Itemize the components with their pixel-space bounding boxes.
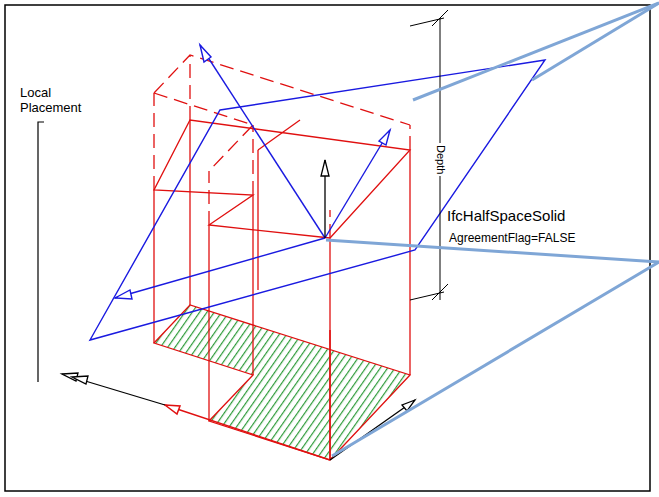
- placement-label: Local Placement: [20, 86, 100, 116]
- base-profile: [154, 305, 410, 460]
- half-space-plane: [90, 45, 545, 340]
- entity-label: IfcHalfSpaceSolid: [447, 207, 617, 224]
- attribute-label: AgreementFlag=FALSE: [449, 232, 619, 246]
- dimension-label: Depth: [435, 143, 448, 176]
- callout-leader: [326, 3, 659, 456]
- profile-axis: [165, 330, 330, 460]
- frame: [5, 5, 650, 491]
- dimension-line: [410, 10, 448, 300]
- placement-bracket: [38, 122, 44, 382]
- placement-axis: [62, 160, 415, 460]
- removed-wireframe: [154, 55, 410, 238]
